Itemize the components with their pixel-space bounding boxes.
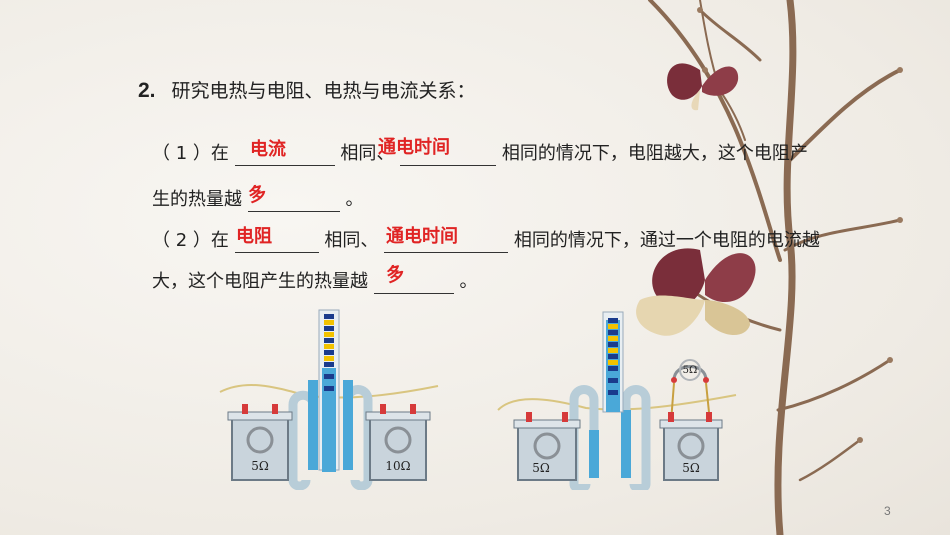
apparatus-series: 5Ω 10Ω — [219, 309, 439, 490]
q2-answer-1: 电阻 — [236, 226, 272, 247]
resistor-right-label-right-setup: 5Ω — [682, 461, 700, 475]
container-right — [365, 404, 431, 481]
question-title: 2. 研究电热与电阻、电热与电流关系： — [138, 76, 476, 103]
q1-line2-text: 生的热量越 — [152, 189, 242, 210]
q2-prefix: （ 2 ）在 — [152, 230, 229, 251]
q2-period: 。 — [459, 271, 478, 292]
butterfly-top — [667, 63, 739, 111]
q1-mid: 相同、 — [340, 143, 395, 164]
q2-line2-text: 大，这个电阻产生的热量越 — [152, 271, 368, 292]
question-text: 研究电热与电阻、电热与电流关系： — [171, 80, 476, 102]
q2-blank-2 — [384, 232, 509, 253]
butterfly-bottom — [636, 248, 756, 336]
resistor-parallel-label: 5Ω — [683, 365, 698, 376]
q2-blank-3 — [373, 273, 454, 294]
q2-blank-1 — [234, 232, 319, 253]
q2-line-1: （ 2 ）在 相同、 相同的情况下，通过一个电阻的电流越 — [152, 229, 820, 253]
q1-answer-1: 电流 — [250, 139, 286, 160]
q1-period: 。 — [345, 189, 364, 210]
q1-line-1: （ 1 ）在 相同、 相同的情况下，电阻越大，这个电阻产 — [152, 142, 808, 166]
container-right-right-setup — [659, 412, 723, 481]
container-left-right-setup — [513, 412, 581, 481]
q1-prefix: （ 1 ）在 — [152, 143, 229, 164]
q1-suffix: 相同的情况下，电阻越大，这个电阻产 — [501, 143, 808, 164]
q2-answer-2: 通电时间 — [386, 226, 458, 247]
q1-blank-1 — [234, 145, 335, 166]
q1-line-2: 生的热量越 。 — [152, 188, 363, 212]
apparatus-parallel: 5Ω 5Ω 5Ω — [497, 311, 737, 490]
u-tube-right — [569, 311, 651, 490]
resistor-left-label-right-setup: 5Ω — [532, 461, 550, 475]
container-left — [227, 404, 293, 481]
question-number: 2. — [138, 79, 156, 102]
q2-line-2: 大，这个电阻产生的热量越 。 — [152, 270, 477, 294]
u-tube — [288, 309, 373, 490]
page-number: 3 — [884, 504, 891, 518]
q1-answer-2: 通电时间 — [378, 137, 450, 158]
q2-mid: 相同、 — [324, 230, 379, 251]
q1-blank-3 — [247, 191, 340, 212]
q2-suffix: 相同的情况下，通过一个电阻的电流越 — [513, 230, 820, 251]
resistor-right-label: 10Ω — [385, 459, 410, 473]
q1-blank-2 — [400, 145, 497, 166]
resistor-left-label: 5Ω — [251, 459, 269, 473]
